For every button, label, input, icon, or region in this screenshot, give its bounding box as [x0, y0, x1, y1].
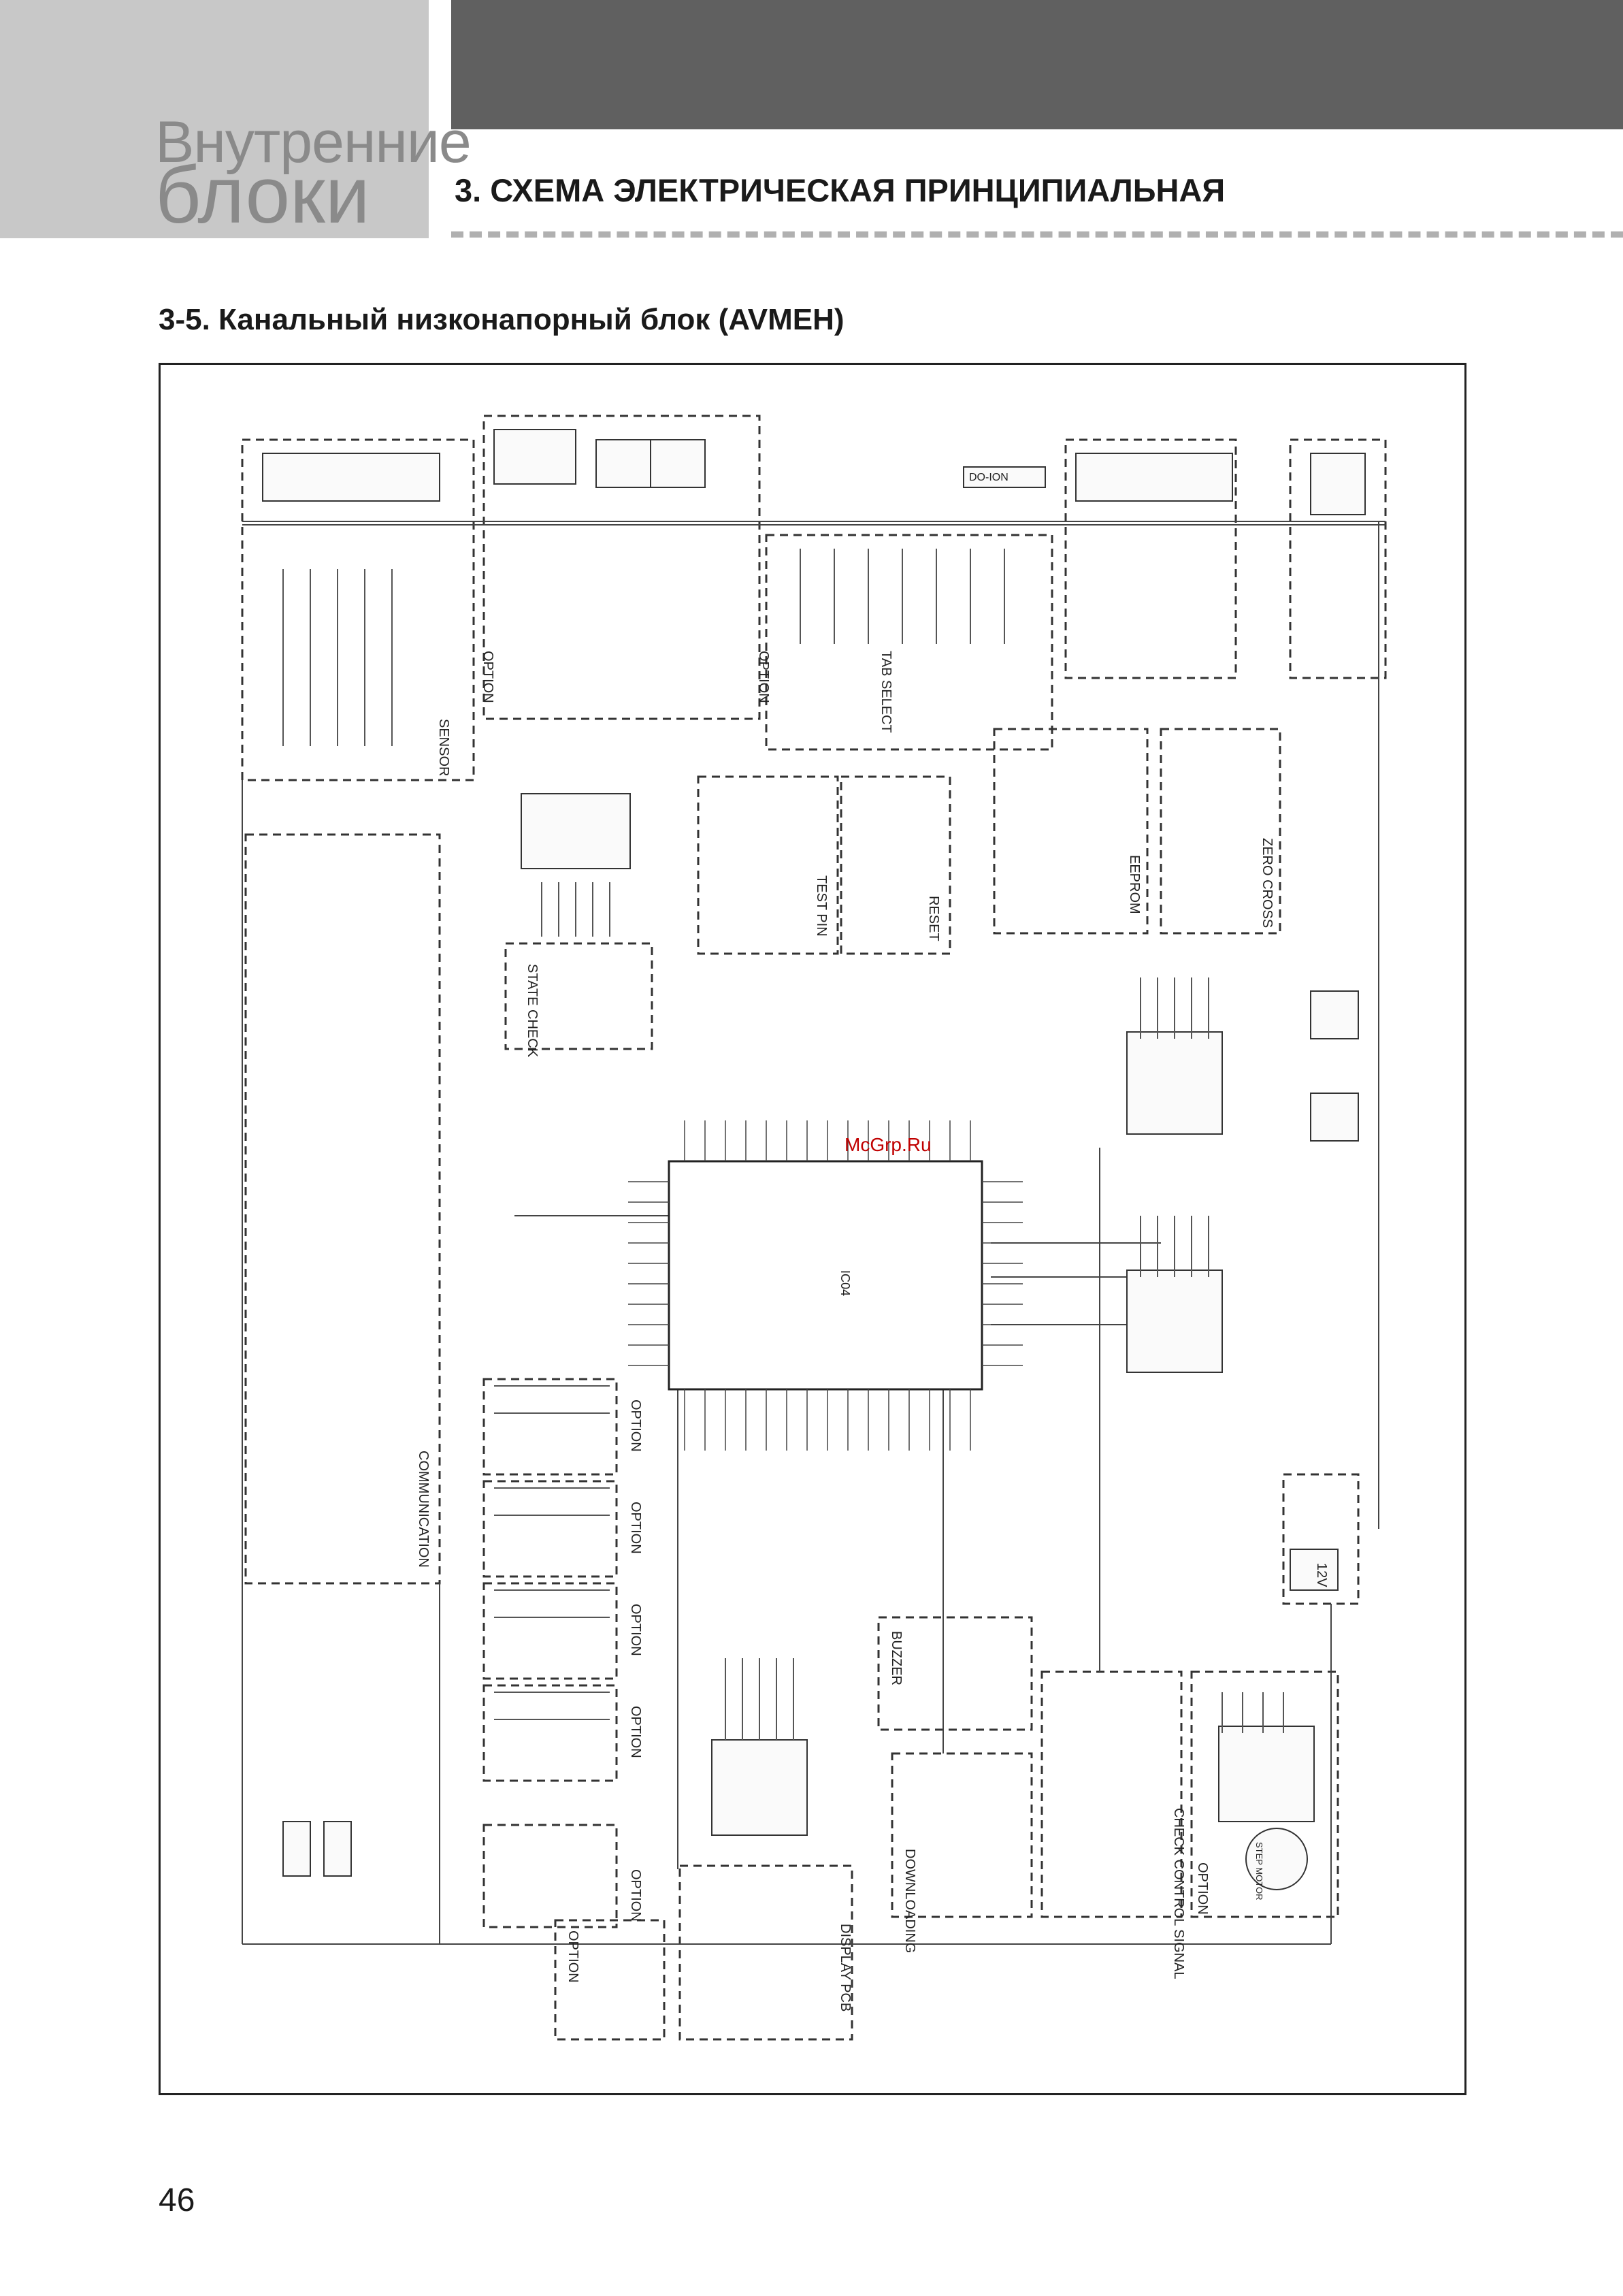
option-4-block: [482, 1684, 618, 1782]
tab-select-block: [765, 534, 1053, 751]
label-option-bottom: OPTION: [565, 1930, 580, 1983]
eeprom-block: [993, 728, 1149, 935]
label-option-top: OPTION: [480, 651, 495, 703]
buzzer-block: [877, 1616, 1033, 1731]
chapter-title: 3. СХЕМА ЭЛЕКТРИЧЕСКАЯ ПРИНЦИПИАЛЬНАЯ: [455, 172, 1226, 208]
label-sensor: SENSOR: [436, 719, 451, 776]
label-buzzer: BUZZER: [889, 1631, 904, 1685]
label-option-mid: OPTION: [756, 651, 771, 703]
option-3-block: [482, 1582, 618, 1680]
label-reset: RESET: [926, 896, 941, 941]
communication-block: [244, 833, 441, 1585]
label-downloading: DOWNLOADING: [902, 1849, 917, 1953]
mcu-chip: [668, 1160, 983, 1391]
label-option-4: OPTION: [628, 1706, 643, 1758]
oplink-block: [1289, 438, 1387, 679]
section-title: 3-5. Канальный низконапорный блок (AVMEH…: [159, 303, 845, 336]
label-test-pin: TEST PIN: [814, 875, 829, 937]
section-tab: [0, 0, 429, 238]
check-control-signal-block: [1040, 1670, 1183, 1918]
label-display-pcb: DISPLAY PCB: [838, 1924, 853, 2011]
label-tab-select: TAB SELECT: [879, 651, 894, 733]
schematic-diagram: McGrp.Ru IC04 SENSOR OPTION OPTION TAB S…: [241, 415, 1387, 2041]
header-bar: [451, 0, 1623, 129]
option-1-block: [482, 1378, 618, 1476]
option-2-block: [482, 1480, 618, 1578]
schematic-frame: McGrp.Ru IC04 SENSOR OPTION OPTION TAB S…: [159, 363, 1466, 2095]
label-zero-cross: ZERO CROSS: [1260, 838, 1275, 928]
reset-block: [840, 775, 951, 955]
section-tab-line1: Внутренние: [155, 110, 472, 175]
label-power-12v: 12V: [1314, 1563, 1329, 1587]
option-motor-block: [1190, 1670, 1339, 1918]
downloading-block: [891, 1752, 1033, 1918]
mcu-label: IC04: [838, 1270, 852, 1296]
label-eeprom: EEPROM: [1127, 855, 1142, 914]
zero-cross-block: [1160, 728, 1281, 935]
label-option-2: OPTION: [628, 1502, 643, 1554]
label-check-control-signal: CHECK CONTROL SIGNAL: [1171, 1808, 1186, 1979]
page-number: 46: [159, 2182, 195, 2218]
power-12v-block: [1282, 1473, 1360, 1605]
state-check-block: [504, 942, 653, 1050]
label-option-1: OPTION: [628, 1400, 643, 1452]
option-top-block: [482, 415, 761, 720]
header-divider: [451, 231, 1623, 238]
option-mid-block: [1064, 438, 1237, 679]
section-tab-line2: блоки: [155, 150, 370, 240]
option-5-block: [482, 1824, 618, 1928]
label-option-motor: OPTION: [1195, 1862, 1210, 1915]
label-step-motor: STEP MOTOR: [1254, 1842, 1264, 1900]
test-pin-block: [697, 775, 839, 955]
option-bottom-block: [554, 1919, 666, 2041]
watermark: McGrp.Ru: [845, 1134, 932, 1155]
label-oplink: DO-ION: [969, 472, 1009, 483]
label-state-check: STATE CHECK: [525, 964, 540, 1058]
label-communication: COMMUNICATION: [416, 1451, 431, 1568]
label-option-3: OPTION: [628, 1604, 643, 1656]
sensor-block: [241, 438, 475, 781]
label-option-5: OPTION: [628, 1869, 643, 1922]
display-pcb-block: [678, 1864, 853, 2041]
